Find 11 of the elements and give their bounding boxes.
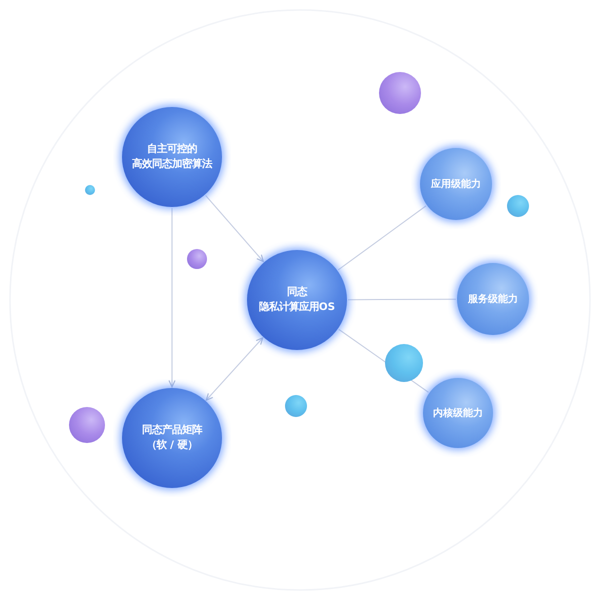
arrow [206,337,264,401]
arrow [205,194,264,262]
node-label: 自主可控的高效同态加密算法 [132,142,212,172]
connector-line [348,298,456,300]
node-label: 内核级能力 [433,406,483,420]
node-label: 服务级能力 [468,292,518,306]
node-label: 同态产品矩阵（软 / 硬） [142,422,202,453]
node-label: 同态隐私计算应用OS [258,284,336,315]
node-label: 应用级能力 [431,177,481,192]
connector-line [338,205,427,270]
arrow [168,208,176,388]
